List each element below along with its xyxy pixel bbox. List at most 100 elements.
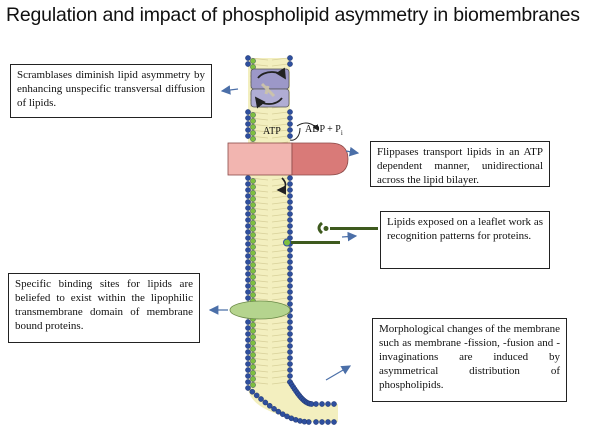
- lipid-headgroup: [287, 313, 293, 319]
- lipid-headgroup: [245, 319, 251, 325]
- lipid-tail: [271, 357, 289, 361]
- lipid-headgroup: [250, 220, 256, 226]
- lipid-headgroup: [275, 408, 282, 415]
- lipid-headgroup: [287, 217, 293, 223]
- lipid-tail: [271, 273, 289, 277]
- lipid-tail: [271, 225, 289, 229]
- lipid-headgroup: [287, 121, 293, 127]
- lipid-headgroup: [250, 208, 256, 214]
- lipid-headgroup: [287, 115, 293, 121]
- lipid-headgroup: [313, 401, 319, 407]
- lipid-tail: [271, 63, 289, 67]
- lipid-headgroup: [287, 205, 293, 211]
- lipid-headgroup: [245, 289, 251, 295]
- lipid-headgroup: [245, 205, 251, 211]
- lipid-headgroup: [287, 61, 293, 67]
- lipid-headgroup: [245, 175, 251, 181]
- lipid-headgroup: [245, 109, 251, 115]
- lipid-recognition-annotation: Lipids exposed on a leaflet work as reco…: [380, 211, 550, 269]
- lipid-tail: [271, 237, 289, 241]
- lipid-headgroup: [245, 199, 251, 205]
- lipid-headgroup: [287, 343, 293, 349]
- lipid-headgroup: [250, 196, 256, 202]
- lipid-headgroup: [245, 211, 251, 217]
- lipid-headgroup: [245, 337, 251, 343]
- lipid-headgroup: [287, 367, 293, 373]
- lipid-headgroup: [258, 396, 264, 402]
- lipid-headgroup: [325, 419, 331, 425]
- lipid-headgroup: [331, 419, 337, 425]
- lipid-headgroup: [245, 259, 251, 265]
- lipid-headgroup: [245, 295, 251, 301]
- lipid-headgroup: [245, 217, 251, 223]
- lipid-headgroup: [287, 349, 293, 355]
- lipid-tail: [271, 231, 289, 235]
- lipid-headgroup: [245, 241, 251, 247]
- lipid-headgroup: [287, 193, 293, 199]
- lipid-tail: [271, 261, 289, 265]
- lipid-headgroup: [287, 373, 293, 379]
- flippases-annotation: Flippases transport lipids in an ATP dep…: [370, 141, 550, 187]
- lipid-headgroup: [250, 184, 256, 190]
- lipid-headgroup: [245, 115, 251, 121]
- lipid-tail: [271, 375, 289, 379]
- lipid-headgroup: [287, 109, 293, 115]
- flippase-protein: [227, 122, 349, 195]
- lipid-headgroup: [287, 301, 293, 307]
- lipid-headgroup: [249, 388, 256, 395]
- lipid-headgroup: [250, 322, 256, 328]
- lipid-tail: [271, 333, 289, 337]
- lipid-headgroup: [287, 175, 293, 181]
- lipid-headgroup: [287, 55, 293, 61]
- lipid-headgroup: [245, 385, 251, 391]
- lipid-headgroup: [250, 226, 256, 232]
- lipid-headgroup: [287, 325, 293, 331]
- lipid-tail: [271, 327, 289, 331]
- lipid-headgroup: [319, 401, 325, 407]
- adp-label: ADP + Pi: [305, 124, 343, 137]
- lipid-headgroup: [250, 58, 256, 64]
- binding-sites-annotation: Specific binding sites for lipids are be…: [8, 273, 200, 343]
- lipid-headgroup: [287, 259, 293, 265]
- lipid-tail: [271, 177, 289, 181]
- lipid-headgroup: [245, 355, 251, 361]
- scramblase-protein: [250, 67, 290, 109]
- lipid-headgroup: [250, 370, 256, 376]
- transmembrane-protein: [229, 300, 291, 320]
- lipid-headgroup: [250, 382, 256, 388]
- lipid-tail: [271, 267, 289, 271]
- lipid-headgroup: [250, 262, 256, 268]
- lipid-headgroup: [250, 340, 256, 346]
- lipid-headgroup: [287, 289, 293, 295]
- recognition-receptor: [283, 221, 378, 247]
- lipid-headgroup: [253, 392, 260, 399]
- lipid-headgroup: [245, 271, 251, 277]
- lipid-headgroup: [319, 419, 325, 425]
- lipid-headgroup: [250, 352, 256, 358]
- lipid-headgroup: [250, 328, 256, 334]
- lipid-tail: [271, 345, 289, 349]
- lipid-headgroup: [250, 376, 256, 382]
- lipid-headgroup: [245, 127, 251, 133]
- lipid-headgroup: [250, 286, 256, 292]
- lipid-headgroup: [287, 133, 293, 139]
- atp-label: ATP: [263, 126, 281, 137]
- lipid-headgroup: [279, 411, 286, 417]
- lipid-headgroup: [245, 253, 251, 259]
- lipid-tail: [271, 135, 289, 139]
- lipid-headgroup: [250, 112, 256, 118]
- lipid-headgroup: [262, 399, 269, 406]
- lipid-headgroup: [245, 235, 251, 241]
- lipid-headgroup: [245, 229, 251, 235]
- lipid-headgroup: [245, 283, 251, 289]
- lipid-tail: [271, 279, 289, 283]
- lipid-headgroup: [287, 229, 293, 235]
- lipid-headgroup: [250, 334, 256, 340]
- lipid-headgroup: [245, 55, 251, 61]
- arrow-flippases: [345, 146, 360, 157]
- lipid-tail: [271, 285, 289, 289]
- lipid-headgroup: [287, 283, 293, 289]
- lipid-headgroup: [245, 367, 251, 373]
- lipid-headgroup: [287, 127, 293, 133]
- lipid-headgroup: [250, 202, 256, 208]
